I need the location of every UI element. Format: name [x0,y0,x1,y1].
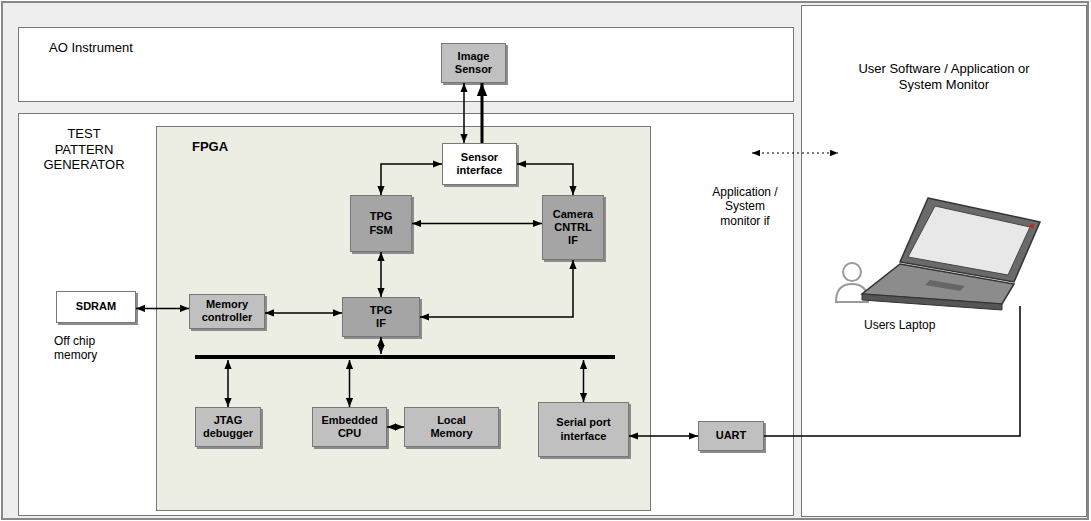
bus-tap-arrow [583,360,585,402]
memory-note-slot: Off chip memory [54,334,116,363]
box-label: UART [716,429,747,442]
region-heading: AO Instrument [49,40,793,56]
system-bus [195,355,615,359]
box-label: TPG IF [366,304,396,330]
box-label: Camera CNTRL IF [549,208,597,248]
connector-arrow [420,260,573,317]
bus-tap-arrow [227,360,229,407]
device-label-slot: Users Laptop [864,318,964,332]
sensor-box: Image Sensor [441,43,506,83]
dotted-interface-arrow [752,153,838,154]
process-box: JTAG debugger [195,407,261,447]
laptop-illustration [862,198,1040,310]
uart-box: UART [698,421,764,451]
interface-box: Serial port interface [538,402,629,457]
box-label: Embedded CPU [319,414,381,440]
box-label: Local Memory [424,414,479,440]
connector-arrow [463,83,465,143]
region-band: Sensor interfaceTPG FSM Camera CNTRL IF Me… [18,113,794,516]
region-heading: User Software / Application or System Mo… [849,61,1039,92]
bus-tap-arrow [380,337,382,354]
connector-arrow [136,308,189,310]
process-box: TPG FSM [350,195,412,252]
connector-arrow [381,164,442,195]
memory-note: Off chip memory [54,334,116,363]
interface-label-slot: Application / System monitor if [705,185,785,228]
box-label: Sensor interface [449,151,511,177]
bus-tap-arrow [349,360,351,407]
connector-arrow [265,312,342,314]
serial-cable [764,306,1020,436]
bus-layer [195,306,1020,436]
box-label: SDRAM [76,300,116,313]
device-label: Users Laptop [864,318,964,332]
memory-chip-box: SDRAM [56,291,136,323]
region-heading: TEST PATTERN GENERATOR [39,126,129,173]
box-label: TPG FSM [361,210,401,236]
data-bus-arrow [481,83,484,143]
box-label: Image Sensor [448,50,500,76]
interface-box: Sensor interface [442,143,517,185]
process-box: Camera CNTRL IF [542,195,604,260]
fpga-block: Sensor interfaceTPG FSM Camera CNTRL IF Me… [156,126,651,511]
region-heading: FPGA [192,139,650,155]
region-band: Image SensorAO Instrument [18,27,794,102]
interface-label: Application / System monitor if [705,185,785,228]
memory-box: Local Memory [404,407,499,447]
connector-arrow [517,164,573,195]
process-box: Embedded CPU [312,407,387,447]
connector-arrow [387,426,404,428]
box-label: JTAG debugger [200,414,256,440]
connector-arrow [412,223,542,225]
process-box: TPG IF [342,297,420,337]
connector-arrow [380,252,382,297]
connector-arrow [629,435,698,437]
box-label: Serial port interface [546,416,621,442]
box-label: Memory controller [194,298,260,324]
process-box: Memory controller [189,294,265,329]
